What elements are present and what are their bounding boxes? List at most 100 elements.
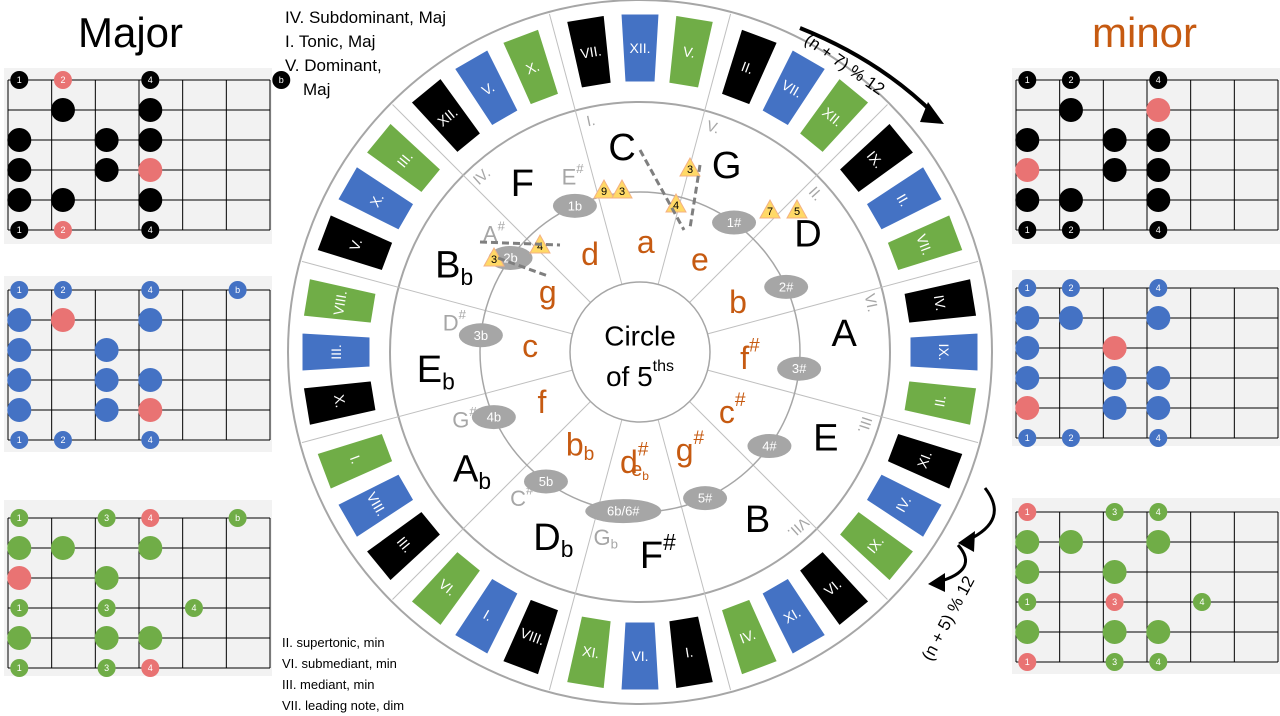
fret-dot-label: 4: [1199, 597, 1204, 607]
fret-dot: [1102, 366, 1127, 390]
ring-block-label: VII.: [579, 42, 602, 61]
sector-divider: [548, 13, 623, 285]
fret-dot: [1015, 128, 1040, 152]
ring-block: XII.: [620, 13, 660, 83]
ring-block-label: XI.: [581, 643, 600, 662]
fret-dot: [7, 536, 32, 560]
fret-dot: [1058, 188, 1083, 212]
fret-dot: [1102, 336, 1127, 360]
major-key-b: B: [745, 499, 770, 541]
ring-block-label: II.: [739, 58, 756, 77]
ring-block-label: IX.: [936, 343, 952, 360]
fret-dot-label: 3: [1112, 597, 1117, 607]
ring-block-label: XII.: [629, 40, 650, 56]
degree-label: I.: [585, 112, 597, 130]
enharmonic-key: eb: [631, 459, 649, 483]
counterclockwise-arrow-head-1: [958, 531, 975, 552]
fret-dot: [10, 221, 29, 239]
ring-block-shape: [668, 14, 714, 89]
fret-dot: [94, 398, 119, 422]
legend-line: II. supertonic, min: [282, 635, 385, 650]
legend-line: III. mediant, min: [282, 677, 375, 692]
fret-dot-label: 4: [1156, 283, 1161, 293]
ring-block: VI.: [620, 621, 660, 691]
fret-dot-label: 4: [148, 435, 153, 445]
fret-dot: [10, 659, 29, 677]
sector-divider: [657, 419, 732, 691]
ring-block: XII.: [410, 77, 482, 154]
ring-block-shape: [886, 214, 964, 272]
fret-dot-label: 1: [17, 435, 22, 445]
fret-dot: [138, 98, 163, 122]
fret-dot-label: 2: [1068, 225, 1073, 235]
sector-divider: [392, 104, 591, 303]
ring-block-label: IV.: [737, 626, 757, 647]
fret-dot-label: 1: [1025, 657, 1030, 667]
fret-dot-label: 2: [60, 75, 65, 85]
fretboard-major-3-bg: [4, 500, 272, 676]
fret-dot-label: 4: [148, 225, 153, 235]
fret-dot: [1015, 188, 1040, 212]
accidental-oval: [777, 356, 822, 381]
ring-block-shape: [302, 380, 377, 426]
enharmonic-key: D#: [443, 307, 467, 335]
fret-dot: [1102, 128, 1127, 152]
fret-dot: [1146, 530, 1171, 554]
accidental-count: 4#: [762, 439, 777, 454]
accidental-count: 5b: [539, 474, 553, 489]
fret-dot: [1102, 560, 1127, 584]
accidental-oval: [585, 499, 662, 524]
ring-block: VI.: [798, 550, 870, 627]
fret-dot: [228, 281, 247, 299]
fret-dot: [138, 398, 163, 422]
ring-block-shape: [798, 550, 870, 627]
fret-dot: [53, 431, 72, 449]
fret-dot: [1149, 221, 1168, 239]
fret-dot-label: 3: [104, 603, 109, 613]
fret-dot: [94, 626, 119, 650]
fret-dot: [1149, 429, 1168, 447]
fret-dot: [1105, 593, 1124, 611]
ring-block-label: II.: [931, 394, 949, 408]
major-key-d: D: [794, 213, 821, 255]
fret-dot-label: 4: [148, 663, 153, 673]
fret-dot-label: 4: [148, 285, 153, 295]
interval-triangle: [786, 198, 808, 219]
fret-dot-label: 1: [17, 663, 22, 673]
fret-dot: [1102, 158, 1127, 182]
ring-block-shape: [316, 432, 394, 490]
fret-dot: [53, 71, 72, 89]
fret-dot: [1015, 336, 1040, 360]
ring-block: V.: [668, 14, 714, 89]
interval-number: 9: [601, 186, 607, 198]
ring-block: V.: [453, 49, 519, 127]
fret-dot: [1058, 306, 1083, 330]
fret-dot: [1061, 71, 1080, 89]
fret-dot: [1146, 188, 1171, 212]
fret-dot: [7, 368, 32, 392]
interval-number: 7: [767, 206, 773, 218]
fret-dot: [94, 158, 119, 182]
interval-triangle: [593, 178, 615, 199]
ring-block-shape: [838, 122, 915, 194]
legend-line: V. Dominant,: [285, 56, 382, 75]
accidental-oval: [683, 486, 728, 511]
ring-block-shape: [865, 473, 943, 539]
ring-block-shape: [316, 214, 394, 272]
fret-dot-label: 3: [1112, 507, 1117, 517]
ring-block-shape: [838, 510, 915, 582]
fret-dot: [1018, 593, 1037, 611]
ring-block-shape: [337, 165, 415, 231]
center-title-line2: of 5ths: [606, 358, 674, 392]
fret-dot-label: 1: [1025, 597, 1030, 607]
accidental-oval: [471, 405, 516, 430]
fret-dot: [1105, 653, 1124, 671]
fret-dot-label: 2: [1068, 283, 1073, 293]
fret-dot: [1058, 98, 1083, 122]
ring-block-shape: [909, 332, 979, 372]
ring-block: II.: [720, 28, 778, 106]
fret-dot: [1102, 620, 1127, 644]
fret-dot: [1015, 396, 1040, 420]
fret-dot: [1015, 530, 1040, 554]
ring-block-shape: [453, 577, 519, 655]
